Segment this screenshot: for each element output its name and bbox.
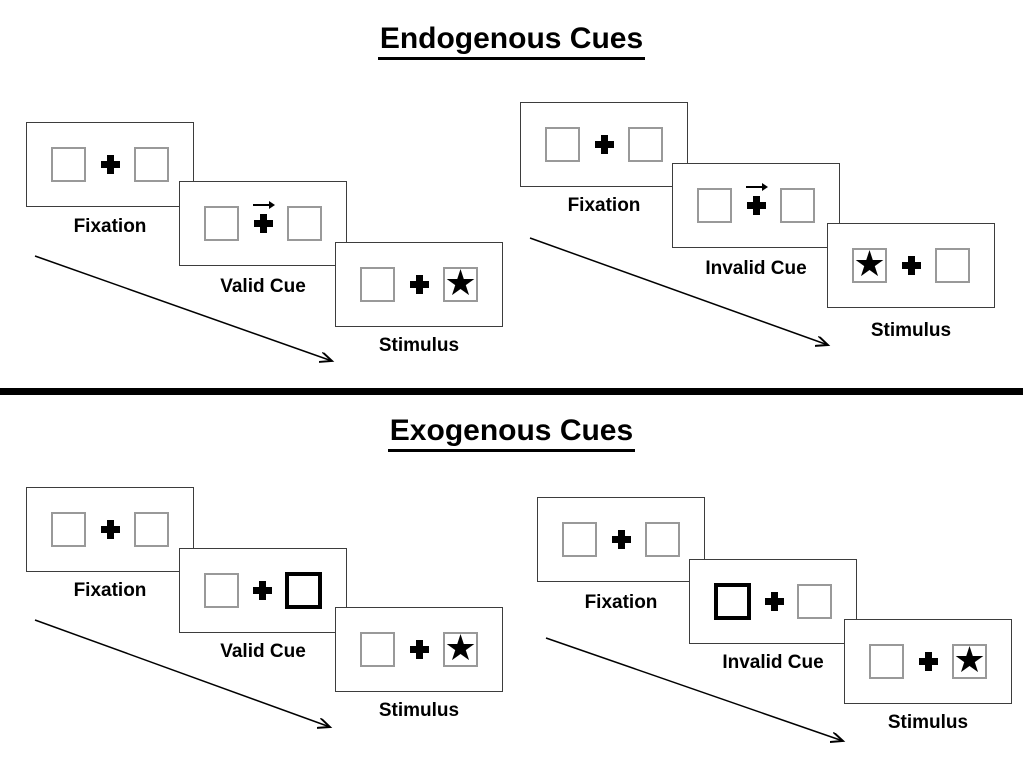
right-arrow-icon bbox=[252, 201, 275, 209]
endogenous-invalid-stimulus-panel: ★ bbox=[827, 223, 995, 308]
exogenous-valid-cue-panel bbox=[179, 548, 347, 633]
right-box bbox=[287, 206, 322, 241]
fixation-cross-icon bbox=[746, 196, 766, 215]
right-box bbox=[628, 127, 663, 162]
fixation-cross-icon bbox=[100, 155, 120, 174]
cross-area bbox=[611, 498, 632, 581]
left-box bbox=[204, 573, 239, 608]
left-box bbox=[51, 147, 86, 182]
fixation-label: Fixation bbox=[584, 592, 658, 613]
fixation-cross-icon bbox=[611, 530, 631, 549]
invalid-cue-label: Invalid Cue bbox=[705, 258, 807, 279]
stimulus-label: Stimulus bbox=[870, 320, 952, 341]
cross-area bbox=[918, 620, 939, 703]
right-box-with-target: ★ bbox=[443, 263, 478, 304]
endogenous-invalid-cue-panel bbox=[672, 163, 840, 248]
exogenous-valid-stimulus-panel: ★ bbox=[335, 607, 503, 692]
fixation-label: Fixation bbox=[73, 580, 147, 601]
fixation-cross-icon bbox=[764, 592, 784, 611]
right-box-with-target: ★ bbox=[952, 640, 987, 681]
right-box bbox=[780, 188, 815, 223]
fixation-cross-icon bbox=[409, 275, 429, 294]
cross-area bbox=[594, 103, 615, 186]
fixation-cross-icon bbox=[409, 640, 429, 659]
left-box bbox=[360, 267, 395, 302]
right-box bbox=[134, 512, 169, 547]
valid-cue-label: Valid Cue bbox=[220, 641, 306, 662]
left-box-with-target: ★ bbox=[852, 244, 887, 285]
timeline-arrow bbox=[34, 255, 345, 371]
highlighted-left-box bbox=[714, 583, 751, 620]
invalid-cue-label: Invalid Cue bbox=[722, 652, 824, 673]
star-target-icon: ★ bbox=[953, 640, 986, 681]
exogenous-invalid-cue-panel bbox=[689, 559, 857, 644]
timeline-arrow bbox=[545, 637, 856, 753]
fixation-label: Fixation bbox=[73, 216, 147, 237]
left-box bbox=[545, 127, 580, 162]
star-target-icon: ★ bbox=[444, 263, 477, 304]
section-divider bbox=[0, 388, 1023, 395]
valid-cue-label: Valid Cue bbox=[220, 276, 306, 297]
cross-area bbox=[901, 224, 922, 307]
cross-area bbox=[764, 560, 785, 643]
right-box bbox=[134, 147, 169, 182]
exogenous-valid-fixation-panel bbox=[26, 487, 194, 572]
left-box bbox=[360, 632, 395, 667]
right-box bbox=[797, 584, 832, 619]
fixation-label: Fixation bbox=[567, 195, 641, 216]
exogenous-title-text: Exogenous Cues bbox=[387, 414, 636, 452]
endogenous-valid-stimulus-panel: ★ bbox=[335, 242, 503, 327]
cross-area bbox=[252, 182, 275, 265]
highlighted-right-box bbox=[285, 572, 322, 609]
cross-area bbox=[100, 488, 121, 571]
timeline-arrow bbox=[529, 237, 840, 358]
right-arrow-icon bbox=[745, 183, 768, 191]
cross-area bbox=[252, 549, 273, 632]
cross-area bbox=[409, 243, 430, 326]
cross-area bbox=[409, 608, 430, 691]
exogenous-invalid-fixation-panel bbox=[537, 497, 705, 582]
stimulus-label: Stimulus bbox=[887, 712, 969, 733]
right-box bbox=[935, 248, 970, 283]
fixation-cross-icon bbox=[252, 581, 272, 600]
exogenous-section-title: Exogenous Cues bbox=[0, 414, 1023, 452]
fixation-cross-icon bbox=[594, 135, 614, 154]
stimulus-label: Stimulus bbox=[378, 700, 460, 721]
fixation-cross-icon bbox=[253, 214, 273, 233]
left-box bbox=[51, 512, 86, 547]
endogenous-title-text: Endogenous Cues bbox=[377, 22, 646, 60]
right-box bbox=[645, 522, 680, 557]
right-box-with-target: ★ bbox=[443, 628, 478, 669]
fixation-cross-icon bbox=[901, 256, 921, 275]
star-target-icon: ★ bbox=[444, 628, 477, 669]
left-box bbox=[869, 644, 904, 679]
cross-area bbox=[745, 164, 768, 247]
fixation-cross-icon bbox=[100, 520, 120, 539]
endogenous-section-title: Endogenous Cues bbox=[0, 22, 1023, 60]
endogenous-invalid-fixation-panel bbox=[520, 102, 688, 187]
cross-area bbox=[100, 123, 121, 206]
exogenous-invalid-stimulus-panel: ★ bbox=[844, 619, 1012, 704]
stimulus-label: Stimulus bbox=[378, 335, 460, 356]
left-box bbox=[204, 206, 239, 241]
left-box bbox=[697, 188, 732, 223]
star-target-icon: ★ bbox=[853, 244, 886, 285]
endogenous-valid-fixation-panel bbox=[26, 122, 194, 207]
left-box bbox=[562, 522, 597, 557]
timeline-arrow bbox=[34, 619, 345, 740]
fixation-cross-icon bbox=[918, 652, 938, 671]
endogenous-valid-cue-panel bbox=[179, 181, 347, 266]
